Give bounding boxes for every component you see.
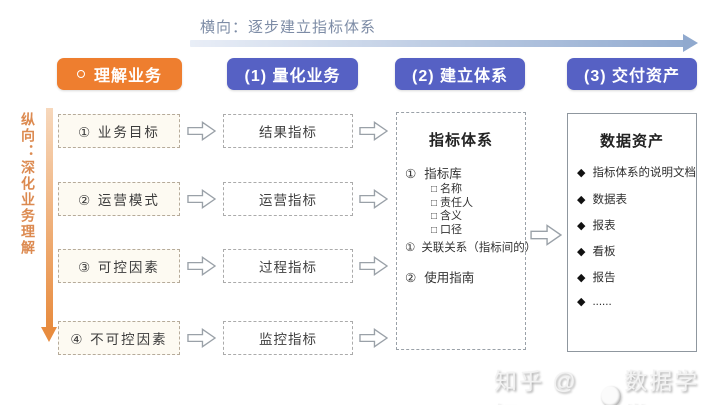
watermark-logo-icon bbox=[601, 385, 622, 405]
asset-label: ...... bbox=[592, 295, 612, 308]
checklist-label: 口径 bbox=[440, 223, 463, 236]
checkbox-icon: □ bbox=[431, 211, 438, 222]
checklist-item: □名称 bbox=[431, 183, 473, 197]
checklist-item: □含义 bbox=[431, 210, 473, 224]
diamond-bullet-icon: ◆ bbox=[577, 219, 586, 232]
item-label: 关联关系（指标间的） bbox=[421, 242, 537, 254]
vertical-axis-label: 纵向：深化业务理解 bbox=[20, 112, 36, 256]
block-arrow-icon bbox=[359, 189, 388, 209]
item-number: ① bbox=[405, 167, 417, 181]
header-label: (1) 量化业务 bbox=[244, 68, 341, 85]
asset-item: ◆ 看板 bbox=[577, 243, 615, 259]
block-arrow-icon bbox=[359, 328, 388, 348]
asset-label: 数据表 bbox=[592, 194, 627, 206]
asset-label: 指标体系的说明文档 bbox=[592, 167, 696, 179]
vertical-arrow-head-icon bbox=[41, 327, 57, 342]
asset-item: ◆ 报表 bbox=[577, 217, 615, 233]
diamond-bullet-icon: ◆ bbox=[577, 245, 586, 258]
factor-box-controllable: ③ 可控因素 bbox=[58, 249, 180, 283]
zhihu-watermark: 知乎 @好 数据学堂 bbox=[494, 362, 720, 405]
block-arrow-icon bbox=[359, 121, 388, 141]
asset-label: 看板 bbox=[592, 246, 616, 258]
asset-item: ◆...... bbox=[577, 295, 612, 309]
block-arrow-icon bbox=[187, 189, 216, 209]
checklist-label: 含义 bbox=[440, 210, 463, 222]
checklist-item: □口径 bbox=[431, 224, 473, 238]
data-assets-title: 数据资产 bbox=[599, 133, 664, 150]
library-checklist: □名称 □责任人 □含义 □口径 bbox=[431, 183, 473, 237]
indicator-box-operation: 运营指标 bbox=[223, 182, 353, 216]
item-label: 指标库 bbox=[424, 167, 462, 181]
diamond-bullet-icon: ◆ bbox=[577, 296, 586, 308]
circle-marker-icon bbox=[76, 70, 85, 78]
item-number: ② bbox=[405, 271, 417, 285]
asset-item: ◆ 指标体系的说明文档 bbox=[577, 164, 696, 180]
indicator-system-title: 指标体系 bbox=[428, 132, 493, 149]
vertical-arrow-shaft bbox=[46, 108, 53, 328]
watermark-suffix: 数据学堂 bbox=[624, 368, 700, 405]
header-quantify-business: (1) 量化业务 bbox=[227, 58, 358, 90]
checklist-label: 名称 bbox=[440, 183, 463, 195]
header-build-system: (2) 建立体系 bbox=[395, 58, 525, 90]
data-assets-box: 数据资产 ◆ 指标体系的说明文档 ◆ 数据表 ◆ 报表 ◆ 看板 ◆ 报告 ◆...... bbox=[567, 113, 697, 352]
factor-box-business-goal: ① 业务目标 bbox=[58, 114, 180, 148]
checklist-item: □责任人 bbox=[431, 197, 473, 211]
header-label: (2) 建立体系 bbox=[411, 68, 508, 85]
system-item-guide: ② 使用指南 bbox=[405, 267, 474, 286]
checklist-label: 责任人 bbox=[440, 196, 474, 209]
factor-box-uncontrollable: ④ 不可控因素 bbox=[58, 321, 180, 355]
checkbox-icon: □ bbox=[431, 224, 438, 236]
item-label: 使用指南 bbox=[424, 271, 475, 285]
item-number: ① bbox=[405, 242, 416, 254]
indicator-box-process: 过程指标 bbox=[223, 249, 353, 283]
diamond-bullet-icon: ◆ bbox=[577, 166, 586, 179]
header-deliver-assets: (3) 交付资产 bbox=[567, 58, 697, 90]
block-arrow-icon bbox=[359, 256, 388, 276]
diamond-bullet-icon: ◆ bbox=[577, 193, 586, 206]
header-understand-business: 理解业务 bbox=[57, 58, 182, 90]
header-label: 理解业务 bbox=[93, 68, 162, 85]
factor-box-operating-model: ② 运营模式 bbox=[58, 182, 180, 216]
block-arrow-icon bbox=[187, 328, 216, 348]
asset-label: 报告 bbox=[592, 272, 616, 284]
watermark-prefix: 知乎 @好 bbox=[494, 368, 578, 405]
horizontal-axis-label: 横向：逐步建立指标体系 bbox=[200, 19, 377, 36]
asset-item: ◆ 数据表 bbox=[577, 191, 627, 207]
diamond-bullet-icon: ◆ bbox=[577, 271, 586, 284]
horizontal-arrow-head-icon bbox=[683, 34, 698, 52]
checkbox-icon: □ bbox=[431, 184, 438, 195]
asset-item: ◆ 报告 bbox=[577, 269, 615, 285]
asset-label: 报表 bbox=[592, 220, 616, 232]
system-item-library: ① 指标库 bbox=[405, 163, 462, 182]
block-arrow-icon bbox=[530, 224, 562, 246]
checkbox-icon: □ bbox=[431, 197, 438, 209]
header-label: (3) 交付资产 bbox=[583, 68, 680, 85]
block-arrow-icon bbox=[187, 256, 216, 276]
block-arrow-icon bbox=[187, 121, 216, 141]
system-item-relations: ① 关联关系（指标间的） bbox=[405, 239, 536, 255]
horizontal-arrow-shaft bbox=[190, 40, 684, 47]
indicator-box-monitoring: 监控指标 bbox=[223, 321, 353, 355]
indicator-box-result: 结果指标 bbox=[223, 114, 353, 148]
